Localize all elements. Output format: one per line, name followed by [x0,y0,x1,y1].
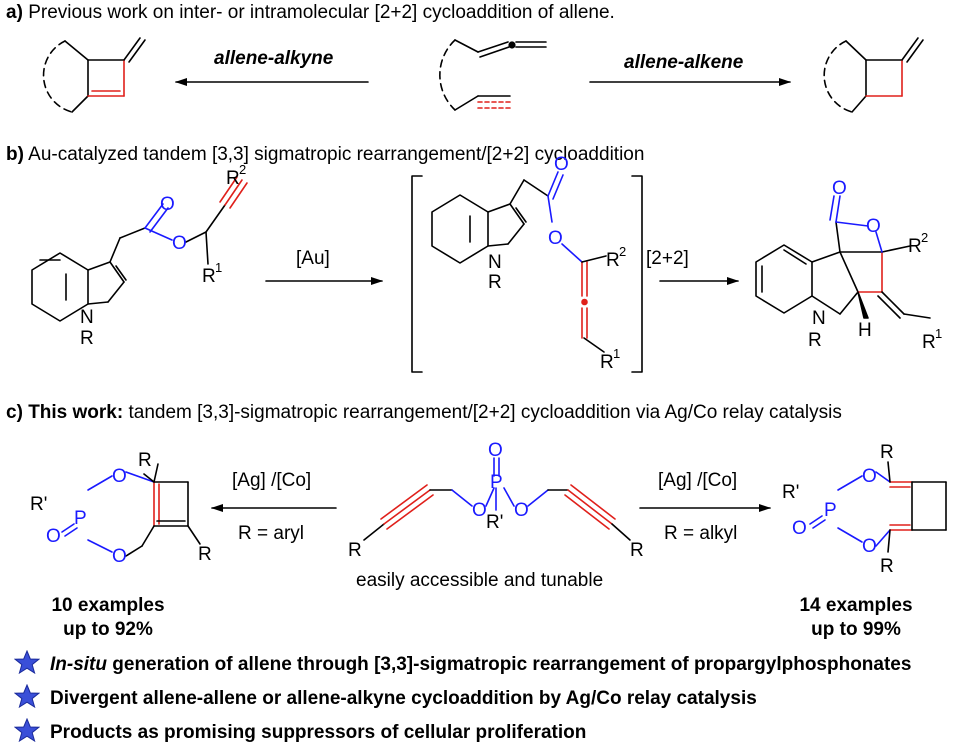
atom-r1: R [202,266,216,287]
dipropargyl-phosphonate [363,457,631,541]
superscript-1: 1 [935,326,942,341]
superscript-2: 2 [921,230,928,245]
bullet-2: Divergent allene-allene or allene-alkyne… [14,684,757,710]
superscript-2: 2 [239,162,246,177]
atom-r: R [880,442,894,463]
atom-r1: R [922,332,936,353]
allene-alkyne-label: allene-alkyne [214,48,334,69]
bicyclic-phosphonate-right [809,461,947,553]
atom-r: R [348,540,362,561]
bicyclic-phosphonate-left [61,463,201,557]
section-c-title-rest: tandem [3,3]-sigmatropic rearrangement/[… [128,402,842,423]
left-examples-count: 10 examples [51,595,165,616]
allene-substrate-a [439,39,547,111]
superscript-1: 1 [613,346,620,361]
atom-r: R [880,556,894,577]
atom-o: O [160,194,175,215]
left-bracket [411,175,423,373]
right-examples: 14 examples up to 99% [786,594,926,642]
atom-o: O [792,518,807,539]
atom-r1: R [600,352,614,373]
section-a-label: a) [6,2,23,23]
superscript-2: 2 [619,244,626,259]
atom-r-prime: R' [782,482,799,503]
atom-o: O [112,546,127,567]
atom-r-prime: R' [486,512,503,533]
reaction-scheme: N R O O R 2 R 1 N R O O R 2 R 1 N R H O … [30,37,947,577]
cyclobutane-product-a [823,37,924,113]
bullet-2-text: Divergent allene-allene or allene-alkyne… [50,688,757,709]
bullet-1: In-situ generation of allene through [3,… [14,650,911,676]
allene-intermediate [431,171,607,353]
atom-o: O [172,233,187,254]
atom-r: R [80,328,94,349]
allene-alkene-label: allene-alkene [624,52,744,73]
section-b-label: b) [6,144,24,165]
right-bracket [631,175,643,373]
atom-o: O [862,536,877,557]
atom-p: P [824,500,837,521]
atom-o: O [472,500,487,521]
atom-r: R [808,330,822,351]
atom-o: O [832,178,847,199]
atom-r: R [138,450,152,471]
atom-r: R [488,272,502,293]
section-c-title-bold: This work: [28,402,124,423]
right-catalyst-label: [Ag] /[Co] [658,470,738,491]
section-c-heading: c) This work: tandem [3,3]-sigmatropic r… [6,402,842,424]
atom-h: H [858,320,872,341]
atom-r2: R [606,250,620,271]
bullet-1-italic: In-situ [50,654,107,675]
cyclobutane-lactone-product [755,195,931,319]
right-examples-count: 14 examples [799,595,913,616]
bullet-3-text: Products as promising suppressors of cel… [50,722,587,743]
atom-p: P [490,472,503,493]
superscript-1: 1 [215,260,222,275]
star-icon [14,684,40,708]
cycloaddition-label: [2+2] [646,248,689,269]
cyclobutene-product-a [42,37,146,113]
atom-o: O [554,154,569,175]
section-a-title: Previous work on inter- or intramolecula… [28,2,615,23]
atom-p: P [74,508,87,529]
right-examples-yield: up to 99% [811,619,901,640]
atom-o: O [112,466,127,487]
atom-r: R [630,540,644,561]
atom-o: O [862,466,877,487]
section-b-title: Au-catalyzed tandem [3,3] sigmatropic re… [28,144,645,165]
left-examples-yield: up to 92% [63,619,153,640]
atom-o: O [488,440,503,461]
atom-r2: R [908,236,922,257]
bullet-1-text: generation of allene through [3,3]-sigma… [107,654,912,675]
atom-o: O [548,228,563,249]
star-icon [14,650,40,674]
atom-n: N [812,308,826,329]
bullet-3: Products as promising suppressors of cel… [14,718,586,744]
propargyl-ester-substrate [31,176,248,322]
atom-o: O [866,216,881,237]
atom-o: O [514,500,529,521]
section-b-heading: b) Au-catalyzed tandem [3,3] sigmatropic… [6,144,644,166]
atom-r-prime: R' [30,494,47,515]
section-a-heading: a) Previous work on inter- or intramolec… [6,2,615,24]
star-icon [14,718,40,742]
atom-r2: R [226,168,240,189]
atom-o: O [46,526,61,547]
atom-n: N [80,307,94,328]
left-condition-label: R = aryl [238,523,304,544]
au-catalyst-label: [Au] [296,248,330,269]
section-c-label: c) [6,402,23,423]
left-examples: 10 examples up to 92% [38,594,178,642]
right-condition-label: R = alkyl [664,523,738,544]
left-catalyst-label: [Ag] /[Co] [232,470,312,491]
atom-r: R [198,544,212,565]
atom-n: N [488,252,502,273]
substrate-caption: easily accessible and tunable [356,570,604,591]
